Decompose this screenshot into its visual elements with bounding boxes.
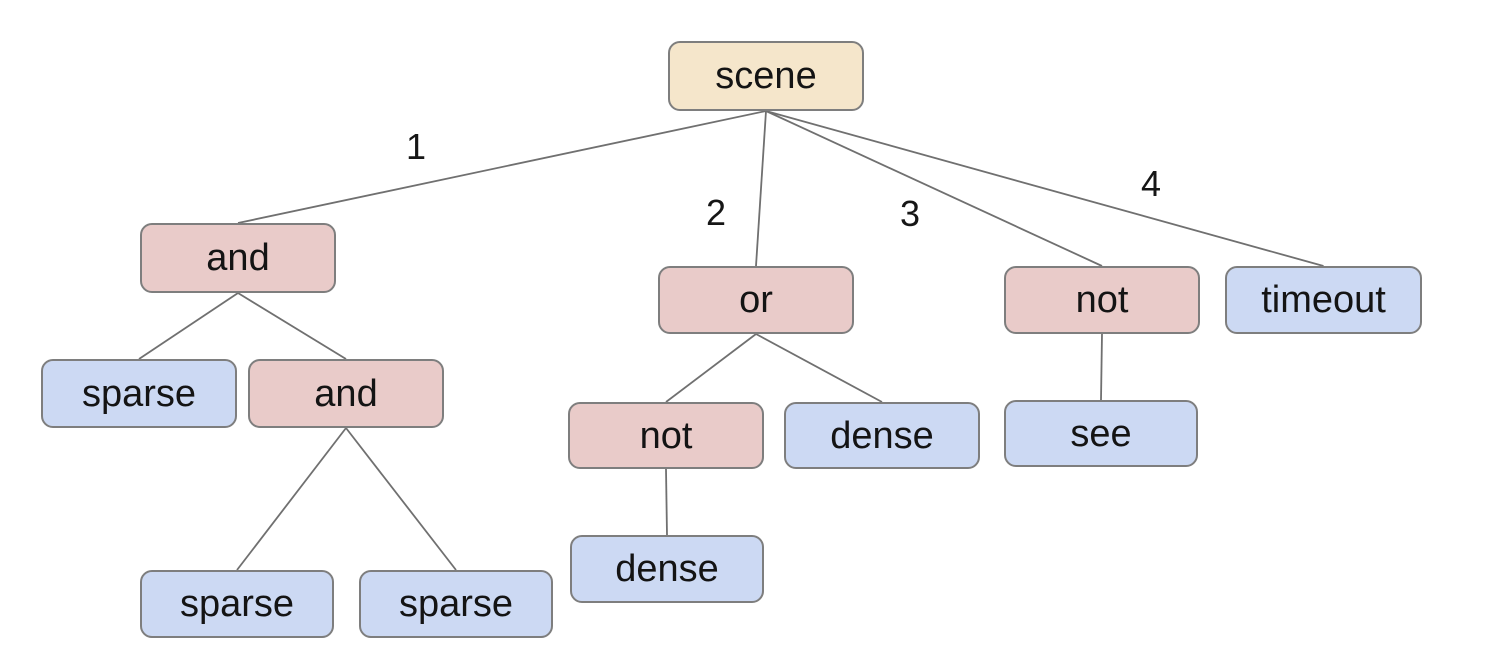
node-label: see (1070, 412, 1132, 455)
edge-and-2-sparse-2 (236, 427, 347, 571)
node-sparse-3: sparse (359, 570, 553, 638)
edge-scene-and-1 (237, 110, 767, 224)
node-label: sparse (81, 372, 197, 415)
edge-not-1-see-1 (1100, 333, 1103, 401)
node-sparse-1: sparse (41, 359, 237, 428)
node-label: and (206, 237, 270, 279)
node-label: not (1075, 279, 1129, 321)
edge-label-1: 1 (405, 126, 427, 167)
node-label: scene (715, 55, 817, 97)
edge-or-1-not-2 (665, 333, 757, 403)
node-label: not (639, 414, 693, 457)
edge-and-1-and-2 (237, 292, 347, 360)
node-dense-2: dense (570, 535, 764, 603)
node-label: or (739, 279, 773, 321)
edge-and-2-sparse-3 (345, 427, 457, 571)
edge-scene-not-1 (765, 110, 1103, 267)
edge-label-4: 4 (1140, 163, 1162, 204)
edge-or-1-dense-1 (755, 333, 883, 403)
node-label: dense (615, 548, 719, 590)
edge-scene-or-1 (755, 110, 767, 267)
node-label: sparse (398, 583, 514, 625)
edge-and-1-sparse-1 (138, 292, 239, 360)
node-label: sparse (179, 583, 295, 625)
node-and-2: and (248, 359, 444, 428)
edge-label-2: 2 (705, 192, 727, 233)
node-label: timeout (1261, 279, 1386, 321)
node-sparse-2: sparse (140, 570, 334, 638)
node-label: and (314, 372, 378, 415)
edge-scene-timeout-1 (765, 110, 1324, 267)
node-not-1: not (1004, 266, 1200, 334)
node-not-2: not (568, 402, 764, 469)
node-and-1: and (140, 223, 336, 293)
node-see-1: see (1004, 400, 1198, 467)
edge-label-3: 3 (899, 193, 921, 234)
node-or-1: or (658, 266, 854, 334)
node-label: dense (830, 414, 934, 457)
node-timeout-1: timeout (1225, 266, 1422, 334)
node-dense-1: dense (784, 402, 980, 469)
node-scene: scene (668, 41, 864, 111)
edge-not-2-dense-2 (665, 468, 668, 536)
